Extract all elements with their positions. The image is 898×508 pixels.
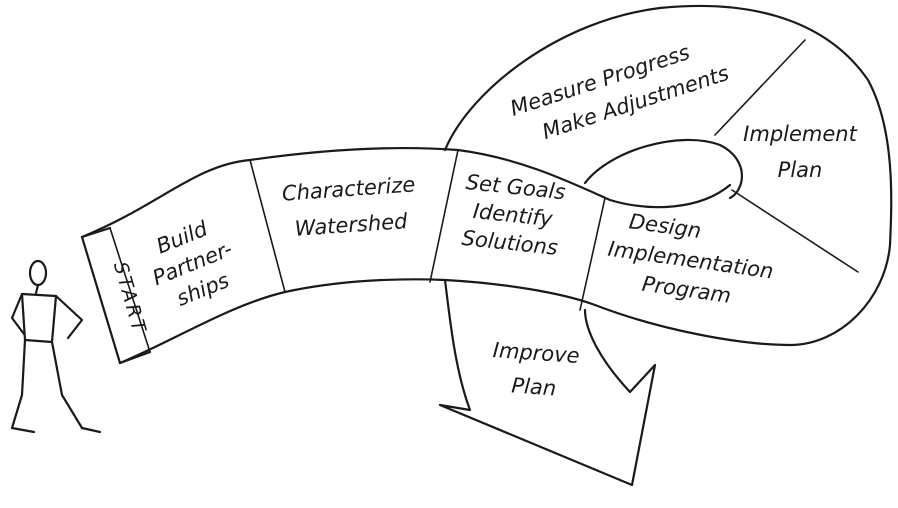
step-characterize-watershed: Characterize Watershed	[281, 172, 416, 241]
step-build-partnerships: Build Partner- ships	[149, 216, 236, 310]
step-set-goals-line-2: Identify	[472, 199, 554, 231]
step-characterize-line-2: Watershed	[294, 209, 409, 241]
step-design-line-3: Program	[641, 272, 733, 308]
improve-line-1: Improve	[492, 338, 580, 368]
process-path	[80, 4, 893, 487]
step-implement-line-1: Implement	[743, 122, 857, 146]
stick-figure-icon	[10, 259, 102, 434]
improve-plan-label: Improve Plan	[492, 338, 580, 400]
step-set-goals-line-3: Solutions	[461, 226, 560, 260]
step-set-goals: Set Goals Identify Solutions	[461, 170, 567, 260]
step-design-line-1: Design	[628, 209, 703, 243]
start-label: START	[109, 259, 151, 337]
step-measure-progress: Measure Progress Make Adjustments	[507, 40, 732, 144]
improve-line-2: Plan	[511, 373, 557, 400]
step-characterize-line-1: Characterize	[281, 172, 416, 205]
step-design-program: Design Implementation Program	[606, 209, 774, 308]
step-design-line-2: Implementation	[606, 237, 774, 284]
step-implement-plan: Implement Plan	[743, 122, 857, 182]
step-implement-line-2: Plan	[778, 158, 823, 182]
